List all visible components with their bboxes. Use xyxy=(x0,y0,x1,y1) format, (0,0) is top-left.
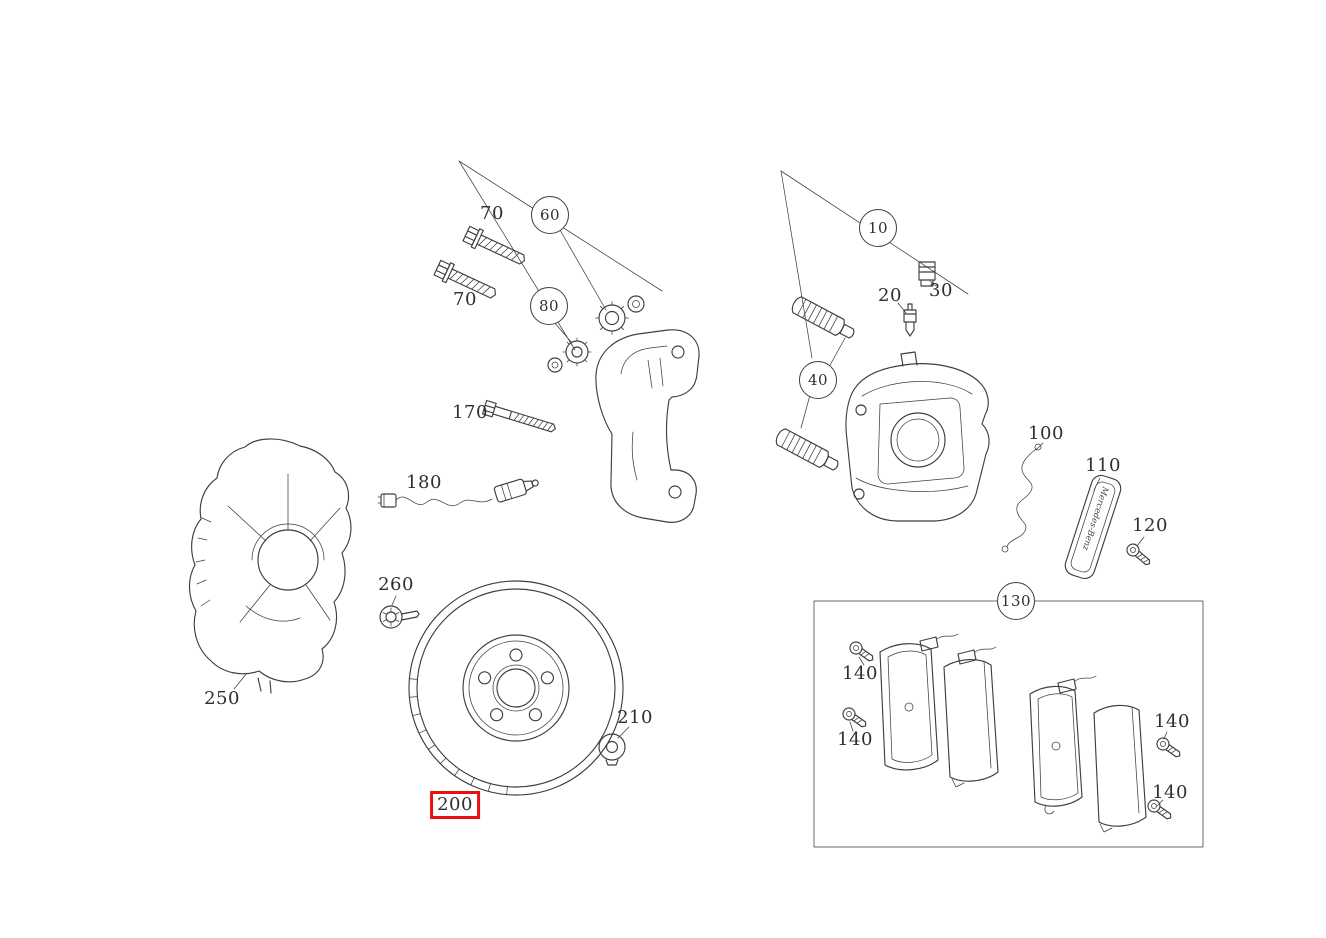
caliper-carrier-drawing xyxy=(595,329,700,523)
callout-140-b[interactable]: 140 xyxy=(837,729,873,750)
callout-140-d[interactable]: 140 xyxy=(1152,782,1188,803)
wear-sensor-180-drawing xyxy=(377,478,539,508)
callout-80[interactable]: 80 xyxy=(530,287,568,325)
brake-caliper-drawing xyxy=(845,351,990,522)
pad-screw-140-c-drawing xyxy=(1156,737,1181,758)
shim-brand-text: Mercedes-Benz xyxy=(1080,484,1111,552)
callout-70-lower[interactable]: 70 xyxy=(453,289,477,310)
callout-250[interactable]: 250 xyxy=(204,688,240,709)
callout-180[interactable]: 180 xyxy=(406,472,442,493)
callout-40[interactable]: 40 xyxy=(799,361,837,399)
callout-60[interactable]: 60 xyxy=(531,196,569,234)
guide-bolt-70-lower-drawing xyxy=(433,259,496,299)
guide-pin-upper-drawing xyxy=(791,296,855,339)
star-bolt-260-drawing xyxy=(379,605,420,629)
retaining-spring-100-drawing xyxy=(1001,443,1042,553)
pad-screw-140-d-drawing xyxy=(1147,799,1172,820)
pad-screw-140-a-drawing xyxy=(849,641,874,662)
callout-120[interactable]: 120 xyxy=(1132,515,1168,536)
brake-disc-drawing xyxy=(408,580,624,796)
callout-20[interactable]: 20 xyxy=(878,285,902,306)
guide-sleeve-60-drawing xyxy=(595,295,645,335)
callout-100[interactable]: 100 xyxy=(1028,423,1064,444)
callout-210[interactable]: 210 xyxy=(617,707,653,728)
callout-30[interactable]: 30 xyxy=(929,280,953,301)
callout-130[interactable]: 130 xyxy=(997,582,1035,620)
callout-260[interactable]: 260 xyxy=(378,574,414,595)
callout-10[interactable]: 10 xyxy=(859,209,897,247)
cap-30-drawing xyxy=(918,261,936,287)
guide-bolt-70-upper-drawing xyxy=(462,225,525,265)
screw-120-drawing xyxy=(1126,543,1151,566)
callout-140-a[interactable]: 140 xyxy=(842,663,878,684)
leader-lines xyxy=(233,160,1168,807)
brake-pads-drawing xyxy=(879,633,1147,833)
screw-210-drawing xyxy=(598,733,626,766)
callout-140-c[interactable]: 140 xyxy=(1154,711,1190,732)
callout-70-upper[interactable]: 70 xyxy=(480,203,504,224)
pad-screw-140-b-drawing xyxy=(842,707,867,728)
callout-170[interactable]: 170 xyxy=(452,402,488,423)
callout-110[interactable]: 110 xyxy=(1085,455,1121,476)
pad-kit-box xyxy=(813,600,1204,848)
guide-sleeve-80-drawing xyxy=(547,337,592,373)
shim-plate-110-drawing: Mercedes-Benz xyxy=(1064,474,1122,580)
splash-shield-drawing xyxy=(188,438,352,694)
guide-pin-lower-drawing xyxy=(775,428,839,471)
bolt-170-drawing xyxy=(481,399,556,433)
callout-200-highlighted[interactable]: 200 xyxy=(430,791,480,819)
bleeder-valve-20-drawing xyxy=(903,303,917,337)
